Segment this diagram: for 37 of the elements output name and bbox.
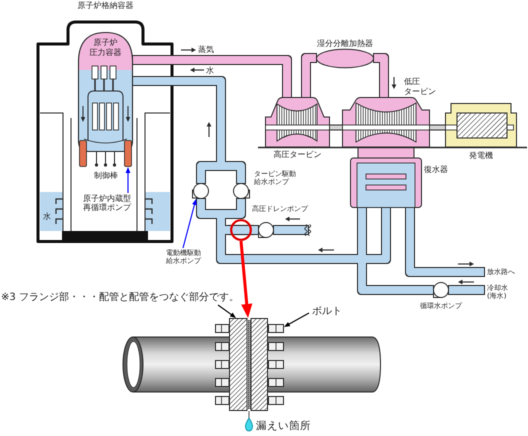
pipe — [197, 199, 221, 218]
part-label: 漏えい箇所 — [256, 420, 311, 433]
pipe — [449, 286, 484, 294]
leader-line — [218, 304, 236, 318]
pump — [192, 183, 210, 199]
pipe — [302, 54, 316, 97]
pressure-vessel: 原子炉圧力容器 — [78, 32, 133, 152]
pump — [258, 222, 274, 238]
part-label: 水 — [43, 212, 51, 222]
pipe — [406, 208, 484, 276]
shaft — [330, 126, 342, 130]
footnote: ※3 フランジ部・・・配管と配管をつなぐ部分です。 — [0, 292, 240, 305]
arrow — [240, 240, 252, 318]
pipe — [358, 208, 433, 294]
callout-label: 原子炉内蔵型再循環ポンプ — [82, 193, 132, 213]
turbine — [342, 97, 430, 147]
shaft — [430, 126, 445, 130]
leader-line — [182, 199, 197, 248]
pipe — [197, 162, 221, 183]
pipe — [252, 226, 258, 234]
flange — [229, 318, 268, 411]
marker-circle — [230, 219, 252, 241]
bolt — [268, 324, 284, 333]
pipe — [374, 54, 388, 97]
containment-vessel — [36, 0, 175, 244]
pipe — [274, 226, 308, 234]
pipe — [217, 208, 390, 263]
pump — [433, 282, 449, 298]
edge-label: 水 — [206, 66, 214, 76]
pump — [232, 183, 250, 199]
leader-line — [284, 312, 310, 327]
leader-line — [126, 167, 130, 193]
component-label: 低圧タービン — [404, 77, 436, 96]
callout-label: ボルト — [309, 306, 343, 319]
vessel-title: 原子炉格納容器 — [76, 1, 134, 11]
part-label: 制御棒 — [94, 171, 118, 181]
pump — [124, 140, 132, 167]
